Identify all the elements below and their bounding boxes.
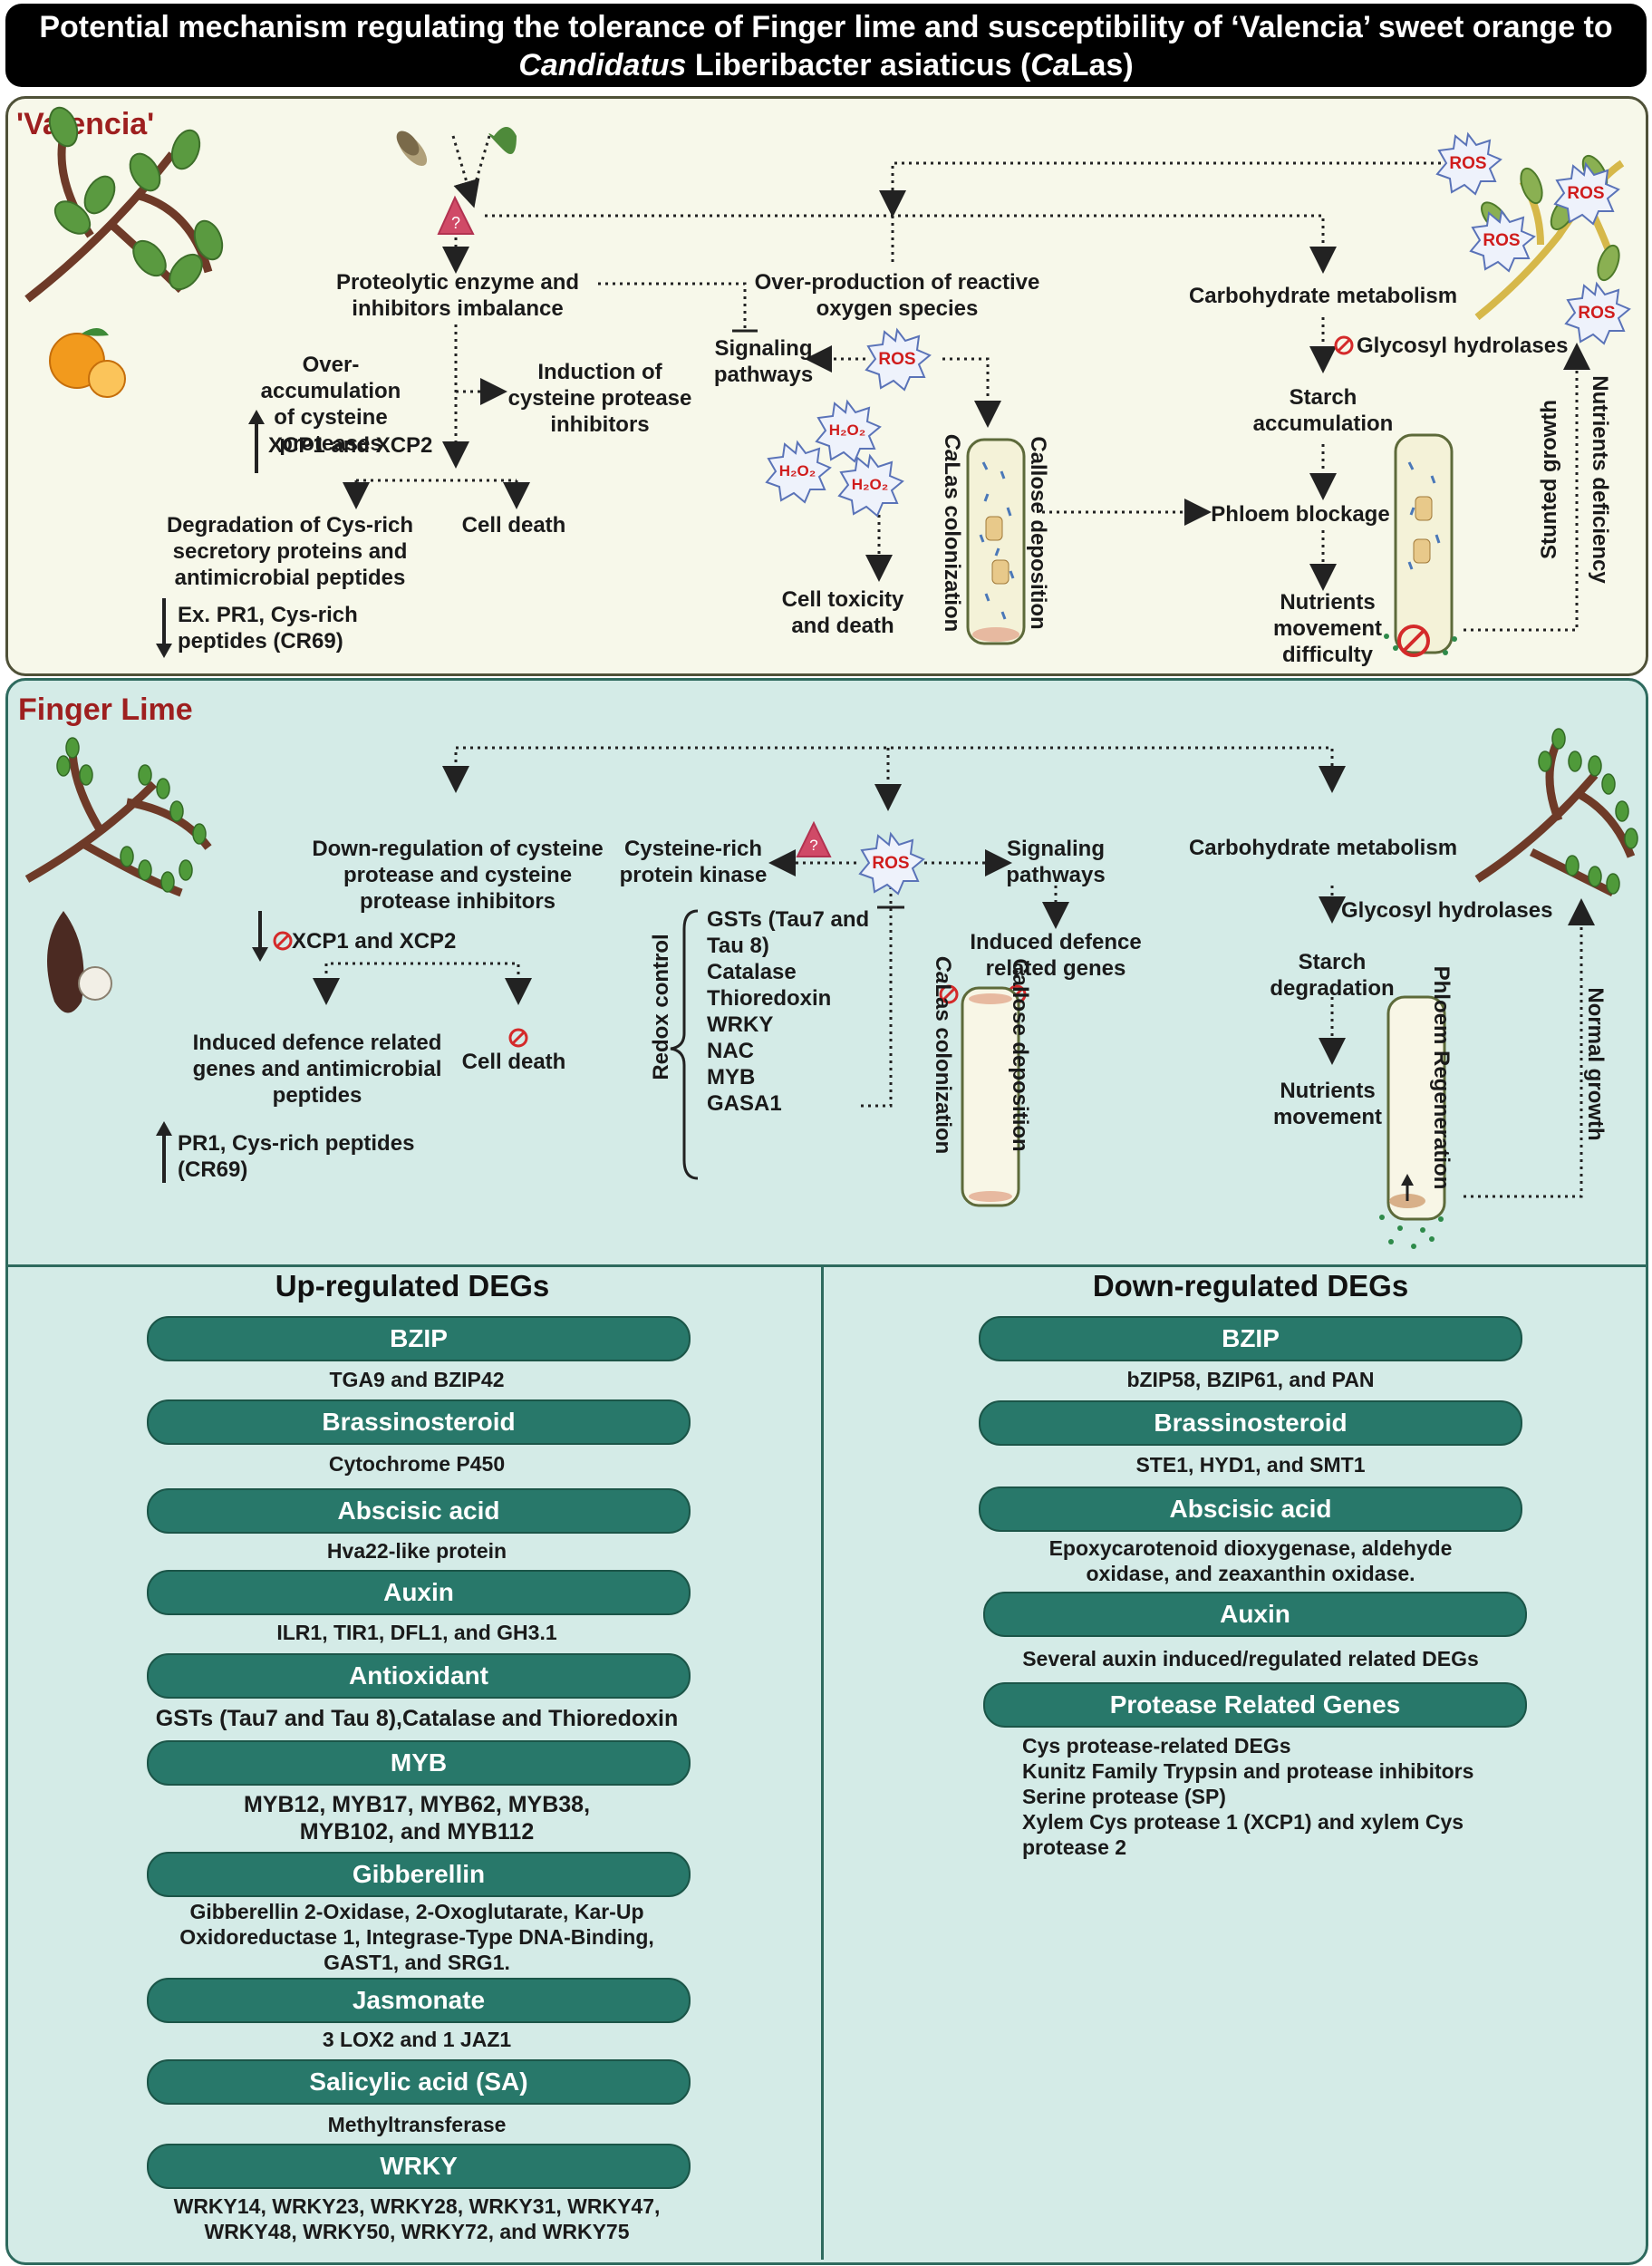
nutrients-movement: Nutrients movement: [1272, 1079, 1383, 1129]
starch-accumulation: Starch accumulation: [1252, 385, 1394, 436]
down-group-bzip: BZIP: [979, 1316, 1522, 1361]
h2o2-label: H₂O₂: [778, 462, 816, 479]
up-genes-brassinosteroid: Cytochrome P450: [328, 1452, 506, 1476]
ros-label: ROS: [1483, 231, 1521, 250]
down-genes-auxin: Several auxin induced/regulated related …: [1022, 1647, 1479, 1670]
ros-label: ROS: [1578, 304, 1616, 323]
up-group-antioxidant: Antioxidant: [147, 1653, 691, 1699]
down-group-auxin: Auxin: [983, 1592, 1527, 1637]
section-divider: [5, 1264, 1648, 1267]
svg-text:?: ?: [809, 837, 817, 854]
proteolytic-imbalance: Proteolytic enzyme and inhibitors imbala…: [335, 270, 580, 321]
over-accumulation-cysteine-proteases: Over-accumulation of cysteine proteases: [260, 353, 401, 456]
svg-text:?: ?: [451, 214, 460, 232]
up-group-jasmonate: Jasmonate: [147, 1978, 691, 2023]
xcp-label: XCP1 and XCP2: [292, 929, 457, 954]
up-group-gibberellin: Gibberellin: [147, 1852, 691, 1897]
callose-deposition: Callose deposition: [1008, 958, 1032, 1152]
down-genes-protease-related: Cys protease-related DEGs Kunitz Family …: [1022, 1734, 1474, 1859]
down-group-protease-related: Protease Related Genes: [983, 1682, 1527, 1728]
pr1-cys-rich-peptides: PR1, Cys-rich peptides (CR69): [178, 1131, 415, 1182]
redox-gene-list: GSTs (Tau7 and Tau 8) Catalase Thioredox…: [707, 907, 870, 1116]
phloem-blockage: Phloem blockage: [1211, 502, 1390, 527]
stunted-growth: Stunted growth: [1537, 400, 1561, 559]
up-group-salicylic-acid: Salicylic acid (SA): [147, 2059, 691, 2105]
normal-growth: Normal growth: [1583, 987, 1608, 1141]
up-genes-antioxidant: GSTs (Tau7 and Tau 8),Catalase and Thior…: [155, 1706, 679, 1731]
valencia-diagram-graphics: ?: [24, 106, 1631, 658]
up-genes-abscisic-acid: Hva22-like protein: [326, 1539, 507, 1563]
up-genes-jasmonate: 3 LOX2 and 1 JAZ1: [322, 2028, 512, 2051]
ros-overproduction: Over-production of reactive oxygen speci…: [754, 270, 1040, 321]
down-genes-abscisic-acid: Epoxycarotenoid dioxygenase, aldehyde ox…: [1048, 1536, 1453, 1585]
induction-protease-inhibitors: Induction of cysteine protease inhibitor…: [507, 360, 692, 437]
glycosyl-hydrolases: Glycosyl hydrolases: [1357, 334, 1569, 358]
calas-colonization: CaLas colonization: [940, 433, 964, 633]
valencia-heading: 'Valencia': [16, 107, 155, 141]
cell-toxicity-death: Cell toxicity and death: [781, 587, 904, 638]
down-group-brassinosteroid: Brassinosteroid: [979, 1400, 1522, 1446]
ros-label: ROS: [872, 854, 910, 873]
starch-degradation: Starch degradation: [1270, 950, 1395, 1001]
ros-label: ROS: [1567, 184, 1605, 203]
finger-lime-heading: Finger Lime: [18, 692, 193, 727]
down-genes-brassinosteroid: STE1, HYD1, and SMT1: [1135, 1453, 1366, 1477]
down-regulated-heading: Down-regulated DEGs: [1092, 1269, 1409, 1302]
glycosyl-hydrolases: Glycosyl hydrolases: [1341, 898, 1553, 923]
nutrients-movement-difficulty: Nutrients movement difficulty: [1272, 590, 1383, 667]
up-genes-myb: MYB12, MYB17, MYB62, MYB38, MYB102, and …: [243, 1792, 591, 1845]
degradation-cys-rich-proteins: Degradation of Cys-rich secretory protei…: [166, 513, 414, 590]
ros-label: ROS: [1449, 154, 1487, 173]
carbohydrate-metabolism: Carbohydrate metabolism: [1188, 284, 1458, 308]
up-group-auxin: Auxin: [147, 1570, 691, 1615]
cell-death: Cell death: [461, 1050, 566, 1074]
title-line-1: Potential mechanism regulating the toler…: [39, 10, 1613, 44]
h2o2-label: H₂O₂: [851, 476, 889, 493]
signaling-pathways: Signaling pathways: [713, 336, 814, 387]
down-group-abscisic-acid: Abscisic acid: [979, 1486, 1522, 1532]
up-regulated-heading: Up-regulated DEGs: [275, 1269, 550, 1302]
carbohydrate-metabolism: Carbohydrate metabolism: [1188, 836, 1458, 860]
calas-colonization: CaLas colonization: [931, 955, 955, 1155]
xcp-label: XCP1 and XCP2: [268, 433, 433, 458]
down-genes-bzip: bZIP58, BZIP61, and PAN: [1126, 1368, 1375, 1391]
up-group-abscisic-acid: Abscisic acid: [147, 1488, 691, 1534]
induced-defence-genes: Induced defence related genes: [970, 930, 1142, 981]
title-line-2: Candidatus Liberibacter asiaticus (CaLas…: [518, 48, 1134, 82]
finger-lime-diagram-graphics: ?: [24, 728, 1638, 1249]
induced-defence-antimicrobial-peptides: Induced defence related genes and antimi…: [192, 1031, 442, 1108]
up-genes-wrky: WRKY14, WRKY23, WRKY28, WRKY31, WRKY47, …: [173, 2194, 661, 2243]
ros-label: ROS: [878, 350, 916, 369]
up-genes-bzip: TGA9 and BZIP42: [329, 1368, 505, 1391]
up-genes-salicylic-acid: Methyltransferase: [327, 2113, 507, 2136]
up-group-myb: MYB: [147, 1740, 691, 1786]
callose-deposition: Callose deposition: [1026, 436, 1050, 630]
title-bar: Potential mechanism regulating the toler…: [5, 4, 1647, 87]
ex-pr1-peptides: Ex. PR1, Cys-rich peptides (CR69): [178, 603, 358, 654]
phloem-regeneration: Phloem Regeneration: [1429, 965, 1454, 1190]
column-divider: [821, 1266, 824, 2260]
cell-death: Cell death: [461, 513, 566, 537]
down-regulation-cysteine-protease: Down-regulation of cysteine protease and…: [312, 837, 604, 914]
signaling-pathways: Signaling pathways: [1006, 837, 1106, 887]
up-group-wrky: WRKY: [147, 2144, 691, 2189]
up-genes-gibberellin: Gibberellin 2-Oxidase, 2-Oxoglutarate, K…: [179, 1900, 654, 1974]
up-group-bzip: BZIP: [147, 1316, 691, 1361]
valencia-panel: [5, 96, 1648, 676]
redox-control: Redox control: [649, 934, 673, 1080]
up-group-brassinosteroid: Brassinosteroid: [147, 1399, 691, 1445]
cysteine-rich-protein-kinase: Cysteine-rich protein kinase: [619, 837, 768, 887]
up-genes-auxin: ILR1, TIR1, DFL1, and GH3.1: [276, 1621, 557, 1644]
h2o2-label: H₂O₂: [828, 421, 866, 439]
nutrients-deficiency: Nutrients deficiency: [1588, 375, 1612, 584]
